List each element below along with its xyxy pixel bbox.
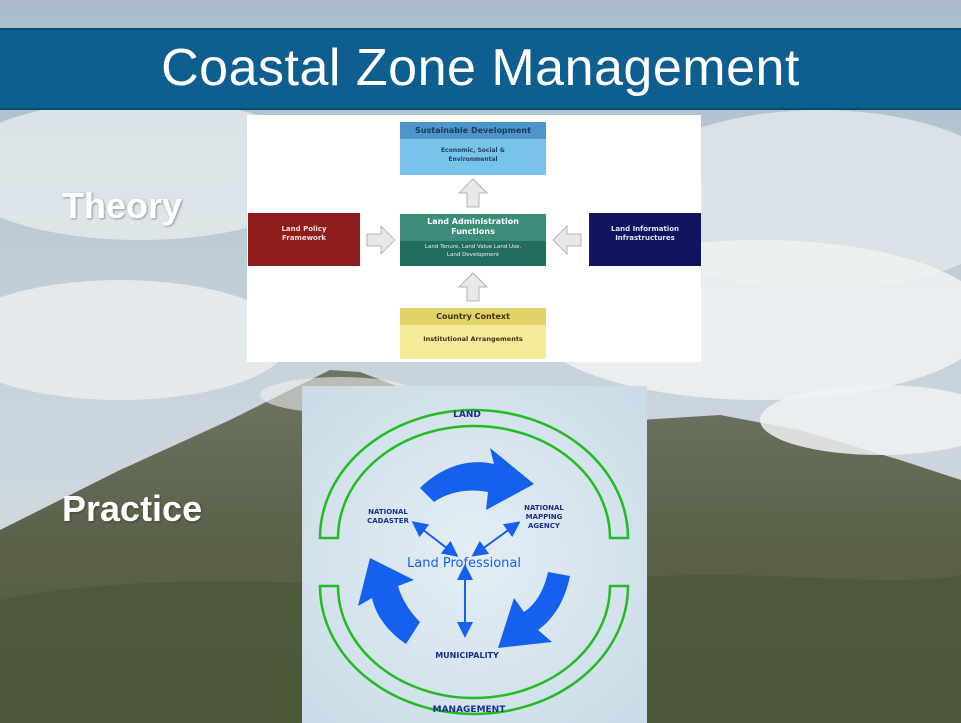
land-ring-top [318,408,630,540]
flow-arrows [366,178,582,302]
management-label: MANAGEMENT [433,705,507,715]
country-context-title: Country Context [400,308,546,325]
theory-label: Theory [62,185,183,226]
national-mapping-agency-line1: NATIONAL [524,504,564,512]
curved-arrow-icon [498,572,570,648]
national-mapping-agency-line2: MAPPING [526,513,563,521]
theory-diagram: Sustainable Development Economic, Social… [247,115,701,362]
land-information-infrastructures-box: Land Information Infrastructures [589,213,701,266]
block-arrow-icon [552,224,582,256]
national-cadaster-line1: NATIONAL [368,508,408,516]
title-band [0,28,961,110]
practice-diagram: LAND MANAGEMENT NATIONAL CADASTER NATION… [302,386,647,723]
land-policy-framework-box: Land Policy Framework [248,213,360,266]
slide-title: Coastal Zone Management [161,39,800,97]
sustainable-development-title: Sustainable Development [400,122,546,139]
sustainable-development-subtitle: Economic, Social & Environmental [441,147,505,163]
management-ring-bottom [318,584,630,716]
land-administration-box: Land Administration Functions Land Tenur… [400,214,546,266]
land-administration-subtitle: Land Tenure, Land Value Land Use, Land D… [424,244,522,258]
double-arrow-icon [471,521,521,557]
block-arrow-icon [457,272,489,302]
national-cadaster-line2: CADASTER [367,517,409,525]
land-label: LAND [453,410,481,420]
curved-arrow-icon [358,558,420,644]
municipality-label: MUNICIPALITY [435,651,499,660]
block-arrow-icon [457,178,489,208]
block-arrow-icon [366,224,396,256]
double-arrow-icon [411,521,459,557]
land-administration-title: Land Administration Functions [400,214,546,241]
practice-label: Practice [62,488,203,529]
sustainable-development-box: Sustainable Development Economic, Social… [400,122,546,175]
country-context-subtitle: Institutional Arrangements [423,335,523,343]
country-context-box: Country Context Institutional Arrangemen… [400,308,546,359]
land-professional-label: Land Professional [407,556,521,571]
curved-arrow-icon [420,448,534,510]
national-mapping-agency-line3: AGENCY [528,522,561,530]
